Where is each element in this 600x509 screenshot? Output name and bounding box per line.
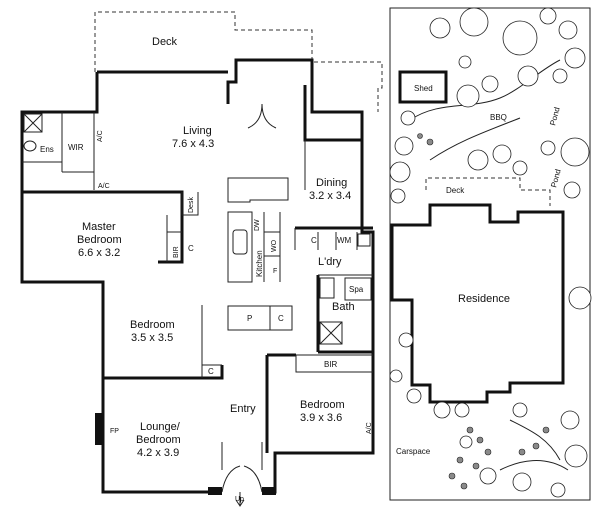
label-lounge-size: 4.2 x 3.9 [137, 447, 179, 459]
label-bedroom-3-size: 3.9 x 3.6 [300, 412, 342, 424]
label-dining: Dining [316, 177, 347, 189]
label-up: Up [235, 496, 244, 503]
label-c-bed2: C [208, 367, 214, 376]
ensuite-walls [22, 112, 95, 190]
site-trees [389, 7, 592, 498]
label-ac-master: A/C [98, 183, 110, 190]
label-ac-top: A/C [97, 130, 104, 142]
label-c-ldry: C [311, 236, 317, 245]
label-ens: Ens [40, 145, 54, 154]
kitchen-bench [227, 177, 289, 203]
label-lounge-2: Bedroom [136, 434, 181, 446]
label-bbq: BBQ [490, 113, 507, 122]
label-bath: Bath [332, 301, 355, 313]
label-bir-master: BIR [173, 246, 180, 258]
label-pond-1: Pond [548, 106, 562, 126]
label-pond-2: Pond [549, 168, 563, 188]
outer-wall [20, 58, 375, 494]
label-site-deck: Deck [446, 186, 465, 195]
label-deck-top: Deck [152, 36, 178, 48]
living-door [247, 103, 277, 129]
label-bedroom-3: Bedroom [300, 399, 345, 411]
label-spa: Spa [349, 285, 364, 294]
label-carspace: Carspace [396, 447, 431, 456]
label-bir-bed3: BIR [324, 360, 338, 369]
label-wo: WO [271, 239, 278, 252]
label-wir: WIR [68, 143, 84, 152]
label-bedroom-2-size: 3.5 x 3.5 [131, 332, 173, 344]
label-lounge: Lounge/ [140, 421, 181, 433]
site-boundary [389, 7, 591, 501]
residence-outline [390, 203, 565, 404]
label-kitchen: Kitchen [255, 250, 264, 277]
label-fp: FP [110, 428, 119, 435]
label-living: Living [183, 125, 212, 137]
label-dining-size: 3.2 x 3.4 [309, 190, 351, 202]
label-c-master: C [188, 244, 194, 253]
label-c-pantry: C [278, 314, 284, 323]
label-shed: Shed [414, 84, 433, 93]
label-residence: Residence [458, 293, 510, 305]
site-deck [425, 177, 551, 206]
label-ldry: L'dry [318, 256, 342, 268]
shed [398, 70, 448, 104]
label-master-2: Bedroom [77, 234, 122, 246]
label-wm: WM [337, 236, 352, 245]
fireplace [95, 413, 104, 445]
label-master-size: 6.6 x 3.2 [78, 247, 120, 259]
label-pantry: P [247, 314, 252, 323]
master-walls [22, 190, 184, 264]
label-master: Master [82, 221, 116, 233]
label-living-size: 7.6 x 4.3 [172, 138, 214, 150]
label-dw: DW [254, 219, 261, 231]
label-bedroom-2: Bedroom [130, 319, 175, 331]
toilet [23, 140, 37, 152]
deck-outline [94, 11, 383, 112]
label-entry: Entry [230, 403, 256, 415]
label-ac-bed3: A/C [366, 422, 373, 434]
label-f: F [273, 268, 277, 275]
label-desk: Desk [188, 197, 195, 213]
